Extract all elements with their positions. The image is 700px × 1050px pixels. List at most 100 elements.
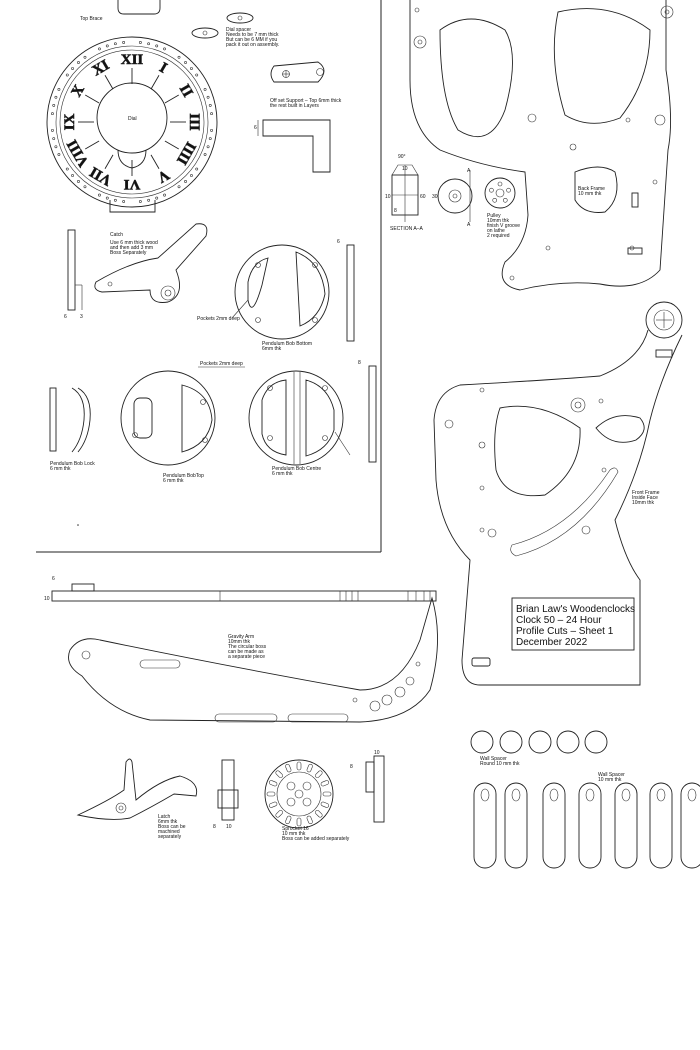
stray-mark	[77, 524, 79, 526]
sprocket-tooth	[268, 780, 278, 787]
gravity-arm-label-2: 10mm thk	[228, 639, 250, 645]
latch: 8 10 Latch 6mm thk Boss can be machined …	[76, 758, 239, 840]
dial-tick	[164, 140, 179, 150]
catch-label-4: Boss Separately	[110, 250, 147, 256]
dial-dot	[71, 67, 74, 70]
wall-spacer-hole	[687, 788, 697, 802]
title-line-3: Profile Cuts – Sheet 1	[516, 626, 614, 637]
wall-spacer-round-label-1: Wall Spacer	[480, 756, 507, 762]
dial-dot	[51, 128, 54, 132]
dial-dot	[54, 145, 58, 149]
bob-bottom-label-1: Pendulum Bob Bottom	[262, 341, 312, 347]
pockets-label-b: Pockets 2mm deep	[200, 361, 243, 367]
title-line-4: December 2022	[516, 637, 588, 648]
pulley-hole	[489, 187, 494, 193]
dim-60-pulley: 30	[432, 194, 438, 200]
catch-label-1: Catch	[110, 232, 123, 238]
dial-numeral: IIII	[173, 139, 199, 167]
dial-dot	[195, 73, 199, 77]
sprocket-tooth	[268, 801, 278, 808]
dial-dot	[138, 200, 142, 203]
dial-dot	[190, 67, 193, 70]
wall-spacer-hole	[585, 788, 595, 802]
dim-6-arm: 6	[52, 576, 55, 582]
sprocket-tooth	[296, 761, 302, 771]
dial-dot	[147, 198, 151, 202]
sprocket: 10 8 Sprocket 16 10 mm thk Boss can be a…	[264, 750, 385, 842]
sprocket-tooth	[322, 791, 332, 797]
wall-spacer-flat	[542, 782, 566, 869]
dial-minute-dots	[51, 41, 213, 203]
dial-numeral: VII	[87, 163, 115, 188]
bob-centre-label-2: 6 mm thk	[272, 471, 293, 477]
offset-support-label-2: the rest built in Layers	[270, 103, 319, 109]
dial-tick	[104, 154, 114, 169]
dial-numeral: IX	[62, 113, 78, 130]
title-line-1: Brian Law's Woodenclocks	[516, 604, 635, 615]
dial-dot	[195, 167, 199, 171]
sprocket-label-3: Boss can be added separately	[282, 836, 350, 842]
pendulum-bob-top: Pockets 2mm deep Pendulum BobTop 6 mm th…	[120, 361, 245, 484]
dial-dot	[208, 137, 212, 141]
front-frame-label-2: Inside Face	[632, 495, 658, 501]
dim-10-latch: 10	[226, 824, 232, 830]
bob-top-label-1: Pendulum BobTop	[163, 473, 204, 479]
sprocket-tooth	[285, 815, 292, 825]
dial-numeral: II	[176, 82, 196, 100]
sprocket-tooth	[306, 763, 313, 773]
dim-10-section-side: 10	[385, 194, 391, 200]
dim-6-catch: 6	[64, 314, 67, 320]
dial-spacer-label-4: pack it out on assembly.	[226, 42, 279, 48]
sprocket-tooth	[315, 770, 323, 778]
pockets-label: Pockets 2mm deep	[197, 316, 240, 322]
pulley-left: A A 30	[432, 168, 473, 228]
top-brace-label: Top Brace	[80, 16, 103, 22]
dial-dot	[83, 55, 87, 59]
dial-dot	[98, 47, 101, 51]
dial-dot	[184, 61, 187, 64]
gravity-arm-label-5: a separate piece	[228, 654, 265, 660]
sprocket-tooth	[320, 780, 330, 787]
back-frame-label-1: Back Frame	[578, 186, 605, 192]
gravity-arm: Gravity Arm 10mm thk The circular boss c…	[68, 596, 438, 723]
dial-numeral: XII	[121, 52, 144, 68]
catch-label-2: Use 6 mm thick wood	[110, 240, 158, 246]
dial-dot	[77, 180, 80, 183]
front-frame: Front Frame Inside Face 10mm thk	[433, 301, 683, 686]
dial-dot	[190, 174, 193, 177]
dial-dot	[52, 103, 56, 107]
dial-numeral: III	[186, 113, 202, 131]
dial-tick	[150, 154, 160, 169]
dial-dot	[57, 88, 61, 91]
bob-centre-label-1: Pendulum Bob Centre	[272, 466, 321, 472]
dial-hour-ticks	[78, 68, 186, 176]
front-frame-label-3: 10mm thk	[632, 500, 654, 506]
dial-dot	[184, 180, 187, 183]
dial-numeral: I	[156, 60, 169, 77]
dial-dot	[113, 198, 117, 202]
latch-label-3: Boss can be	[158, 824, 186, 830]
pulley-hole	[492, 197, 498, 203]
dial-dot	[163, 193, 166, 197]
wall-spacer-hole	[621, 788, 631, 802]
sprocket-tooth	[315, 810, 323, 818]
pulley-hole	[506, 187, 511, 193]
dial-dot	[138, 41, 142, 44]
dial-dot	[155, 44, 159, 48]
dial-dot	[83, 185, 87, 189]
back-frame-label-2: 10 mm thk	[578, 191, 602, 197]
wall-spacer-flat-label-1: Wall Spacer	[598, 772, 625, 778]
pulley-hole	[502, 197, 508, 203]
dial-tick	[164, 94, 179, 104]
wall-spacer-flat	[614, 782, 638, 869]
dim-8-sprocket: 8	[350, 764, 353, 770]
pulley-right: Pulley 10mm thk finish V groove on lathe…	[484, 177, 520, 239]
dial-tick	[85, 140, 100, 150]
wall-spacer-hole	[511, 788, 521, 802]
wall-spacer-flat	[649, 782, 673, 869]
gravity-arm-edge: 10 6	[44, 576, 437, 602]
wall-spacer-flat	[473, 782, 497, 869]
bob-bottom-label-2: 6mm thk	[262, 346, 282, 352]
dial-dot	[105, 44, 109, 48]
